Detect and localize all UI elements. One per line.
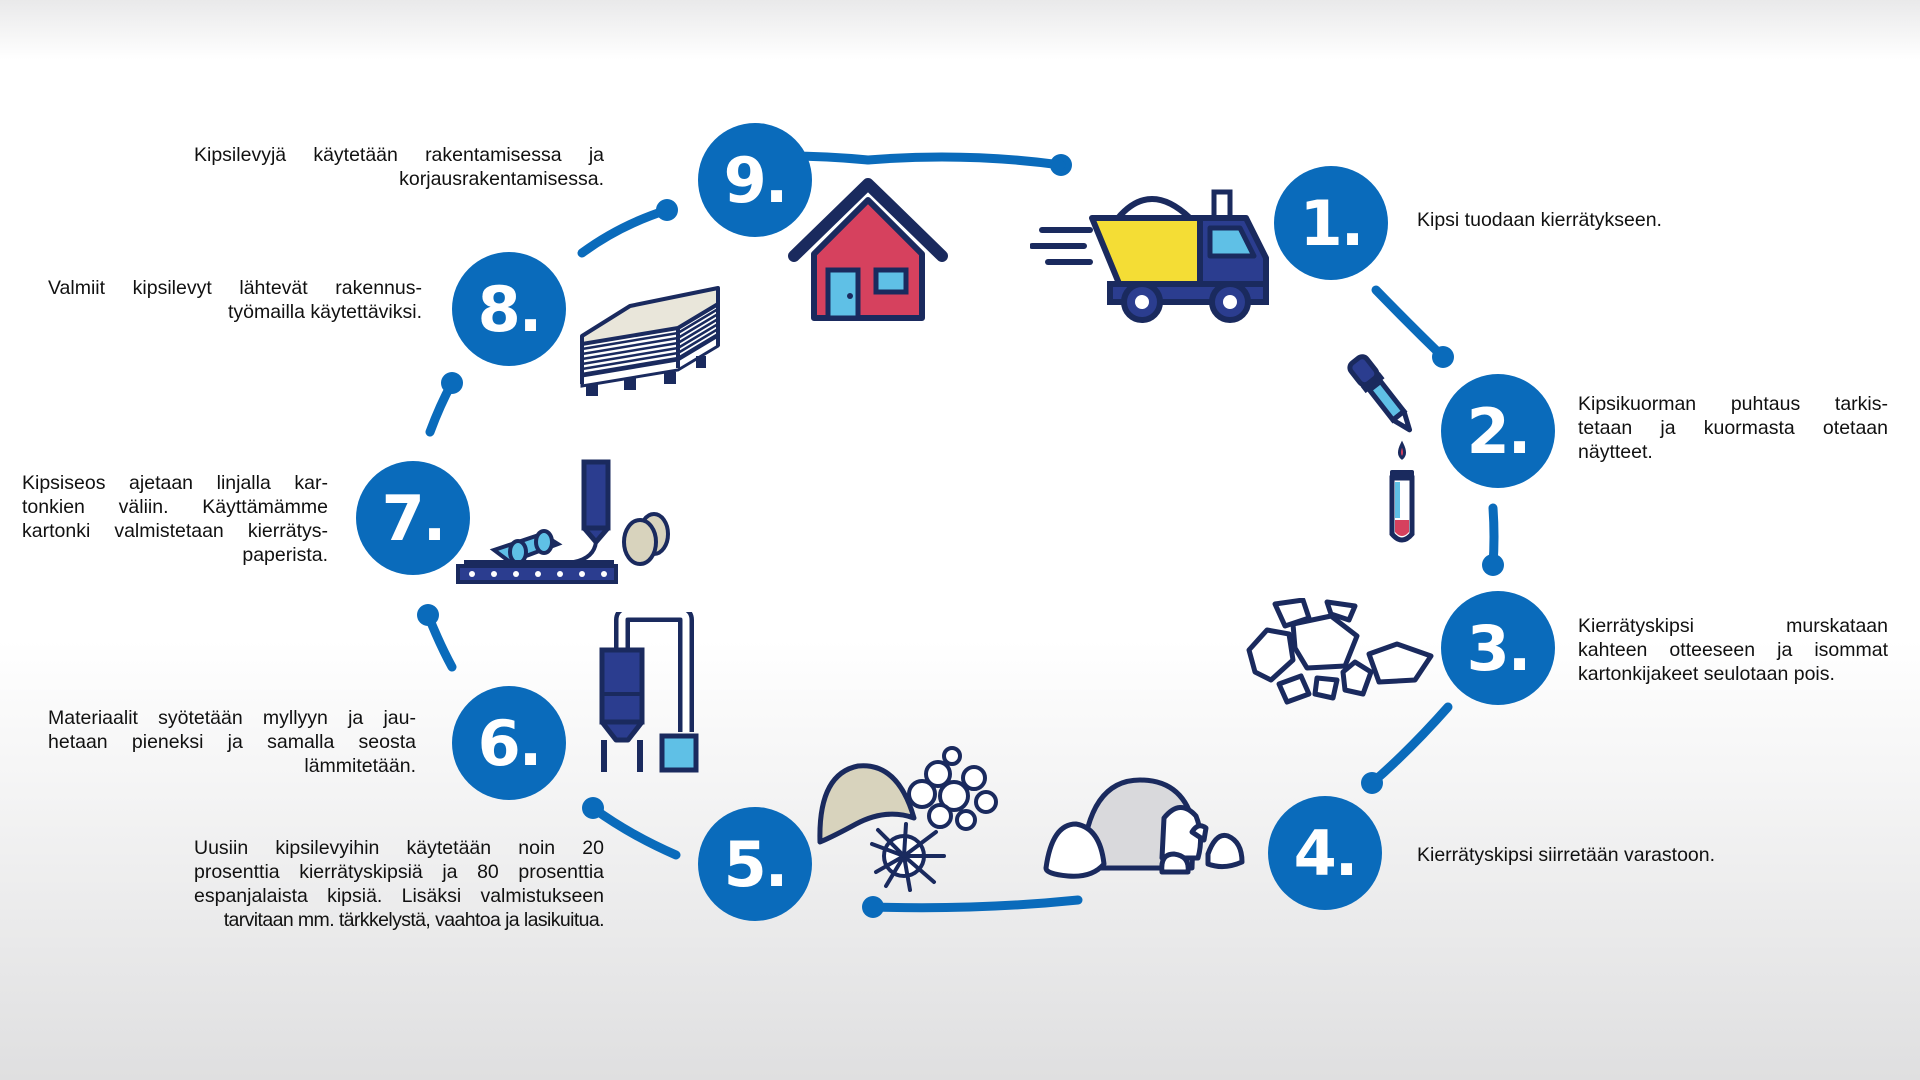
house-icon xyxy=(788,178,948,321)
storage-piles-icon xyxy=(1043,777,1245,879)
step-6-badge: 6. xyxy=(452,686,566,800)
step-7-text: Kipsiseos ajetaan linjalla kar- tonkien … xyxy=(22,472,328,566)
step-9-text: Kipsilevyjä käytetään rakentamisessa ja … xyxy=(194,144,604,190)
crushed-gypsum-icon xyxy=(1246,598,1434,705)
truck-icon xyxy=(1030,189,1269,323)
step-1-badge: 1. xyxy=(1274,166,1388,280)
board-stack-icon xyxy=(580,286,720,396)
connector-8-9 xyxy=(577,205,672,258)
step-8-text: Valmiit kipsilevyt lähtevät rakennus- ty… xyxy=(48,277,422,323)
connector-3-4 xyxy=(1367,702,1453,788)
step-8-badge: 8. xyxy=(452,252,566,366)
raw-materials-icon xyxy=(817,746,998,892)
step-9-badge: 9. xyxy=(698,123,812,237)
connector-4-5 xyxy=(868,895,1083,913)
step-2-text: Kipsikuorman puhtaus tarkis- tetaan ja k… xyxy=(1578,393,1888,463)
connector-1-2 xyxy=(1371,285,1448,362)
connector-5-6 xyxy=(588,803,681,860)
step-3-text: Kierrätyskipsi murskataan kahteen ottees… xyxy=(1578,615,1888,685)
pipette-test-tube-icon xyxy=(1347,354,1415,543)
step-5-text: Uusiin kipsilevyihin käytetään noin 20 p… xyxy=(194,837,605,931)
production-line-icon xyxy=(456,459,670,584)
step-6-text: Materiaalit syötetään myllyyn ja jau- he… xyxy=(48,707,416,777)
step-4-badge: 4. xyxy=(1268,796,1382,910)
step-5-badge: 5. xyxy=(698,807,812,921)
mill-icon xyxy=(599,612,699,773)
step-2-badge: 2. xyxy=(1441,374,1555,488)
step-1-text: Kipsi tuodaan kierrätykseen. xyxy=(1417,209,1662,231)
step-3-badge: 3. xyxy=(1441,591,1555,705)
step-7-badge: 7. xyxy=(356,461,470,575)
step-4-text: Kierrätyskipsi siirretään varastoon. xyxy=(1417,844,1716,866)
